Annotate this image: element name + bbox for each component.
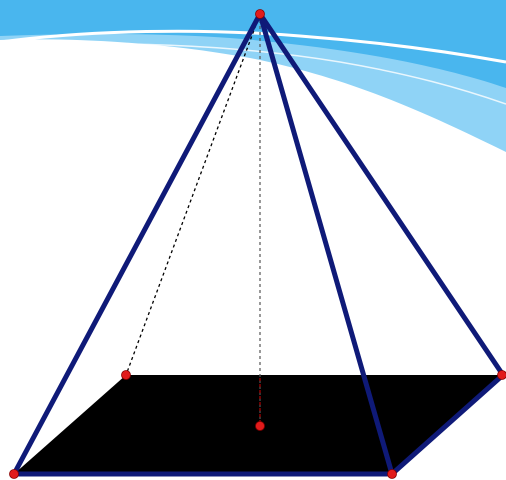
hidden-edge-apex-to-back-left [125,13,261,376]
banner-white-stripe-2 [0,43,506,105]
vertex-front-left [9,469,19,479]
vertices [9,9,506,479]
vertex-back-left [121,370,131,380]
banner-white-stripe [0,29,506,64]
visible-edges [11,11,506,477]
slide-banner [0,0,506,152]
banner-dark-band [0,0,506,88]
vertex-apex [255,9,265,19]
vertex-front-right [387,469,397,479]
edge-apex-back-right [257,11,506,378]
edge-base-right [389,372,506,477]
edge-apex-front-left [11,11,263,477]
vertex-base-center [255,421,265,431]
edge-apex-front-right [257,11,395,477]
vertex-back-right [497,370,506,380]
